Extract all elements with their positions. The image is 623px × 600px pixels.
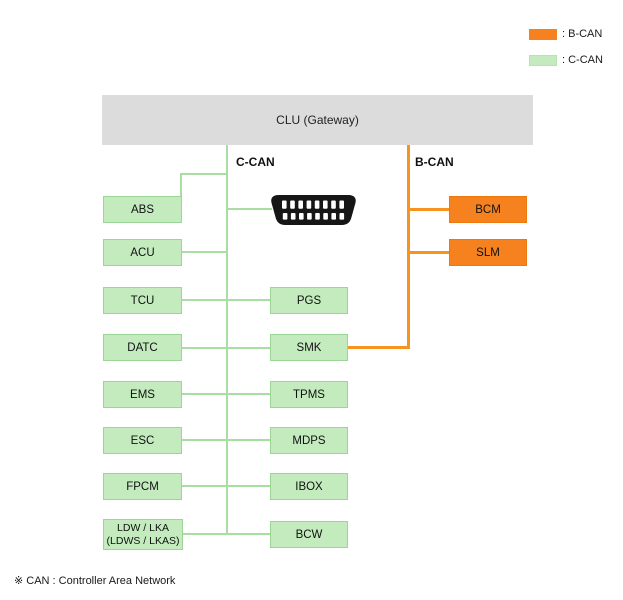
connector-line-slm [410, 251, 449, 254]
node-bcw: BCW [270, 521, 348, 548]
gateway-box: CLU (Gateway) [102, 95, 533, 145]
node-datc: DATC [103, 334, 182, 361]
node-ldw-lka-line1: LDW / LKA [117, 522, 169, 535]
node-bcm: BCM [449, 196, 527, 223]
c-can-bus-label: C-CAN [236, 155, 275, 169]
connector-line-smk-bcan [348, 346, 407, 349]
connector-line-datc-smk [182, 347, 270, 349]
b-can-bus-label: B-CAN [415, 155, 454, 169]
c-can-trunk-line [226, 145, 228, 535]
node-tcu: TCU [103, 287, 182, 314]
connector-line-abs-vertical [180, 173, 182, 196]
ccan-color-swatch [529, 54, 557, 66]
node-smk: SMK [270, 334, 348, 361]
node-acu: ACU [103, 239, 182, 266]
node-slm: SLM [449, 239, 527, 266]
node-pgs: PGS [270, 287, 348, 314]
bcan-color-swatch [529, 28, 557, 40]
can-footnote: ※ CAN : Controller Area Network [14, 575, 176, 587]
node-mdps: MDPS [270, 427, 348, 454]
node-ldw-lka: LDW / LKA (LDWS / LKAS) [103, 519, 183, 550]
node-ems: EMS [103, 381, 182, 408]
connector-line-obd [228, 208, 272, 210]
connector-line-esc-mdps [182, 439, 270, 441]
connector-line-bcm [410, 208, 449, 211]
node-abs: ABS [103, 196, 182, 223]
connector-line-abs-horizontal [180, 173, 228, 175]
node-esc: ESC [103, 427, 182, 454]
node-fpcm: FPCM [103, 473, 182, 500]
obd-diagnostic-connector-icon [269, 194, 358, 226]
connector-line-acu [182, 251, 228, 253]
connector-line-ems-tpms [182, 393, 270, 395]
legend-row-ccan: : C-CAN [529, 54, 603, 66]
legend-label-ccan: : C-CAN [562, 54, 603, 66]
connector-line-fpcm-ibox [182, 485, 270, 487]
connector-line-ldw-bcw [182, 533, 270, 535]
legend-label-bcan: : B-CAN [562, 28, 603, 40]
node-ldw-lka-line2: (LDWS / LKAS) [106, 534, 180, 547]
b-can-trunk-line [407, 145, 410, 349]
legend-row-bcan: : B-CAN [529, 28, 602, 40]
node-tpms: TPMS [270, 381, 348, 408]
connector-line-tcu-pgs [182, 299, 270, 301]
node-ibox: IBOX [270, 473, 348, 500]
